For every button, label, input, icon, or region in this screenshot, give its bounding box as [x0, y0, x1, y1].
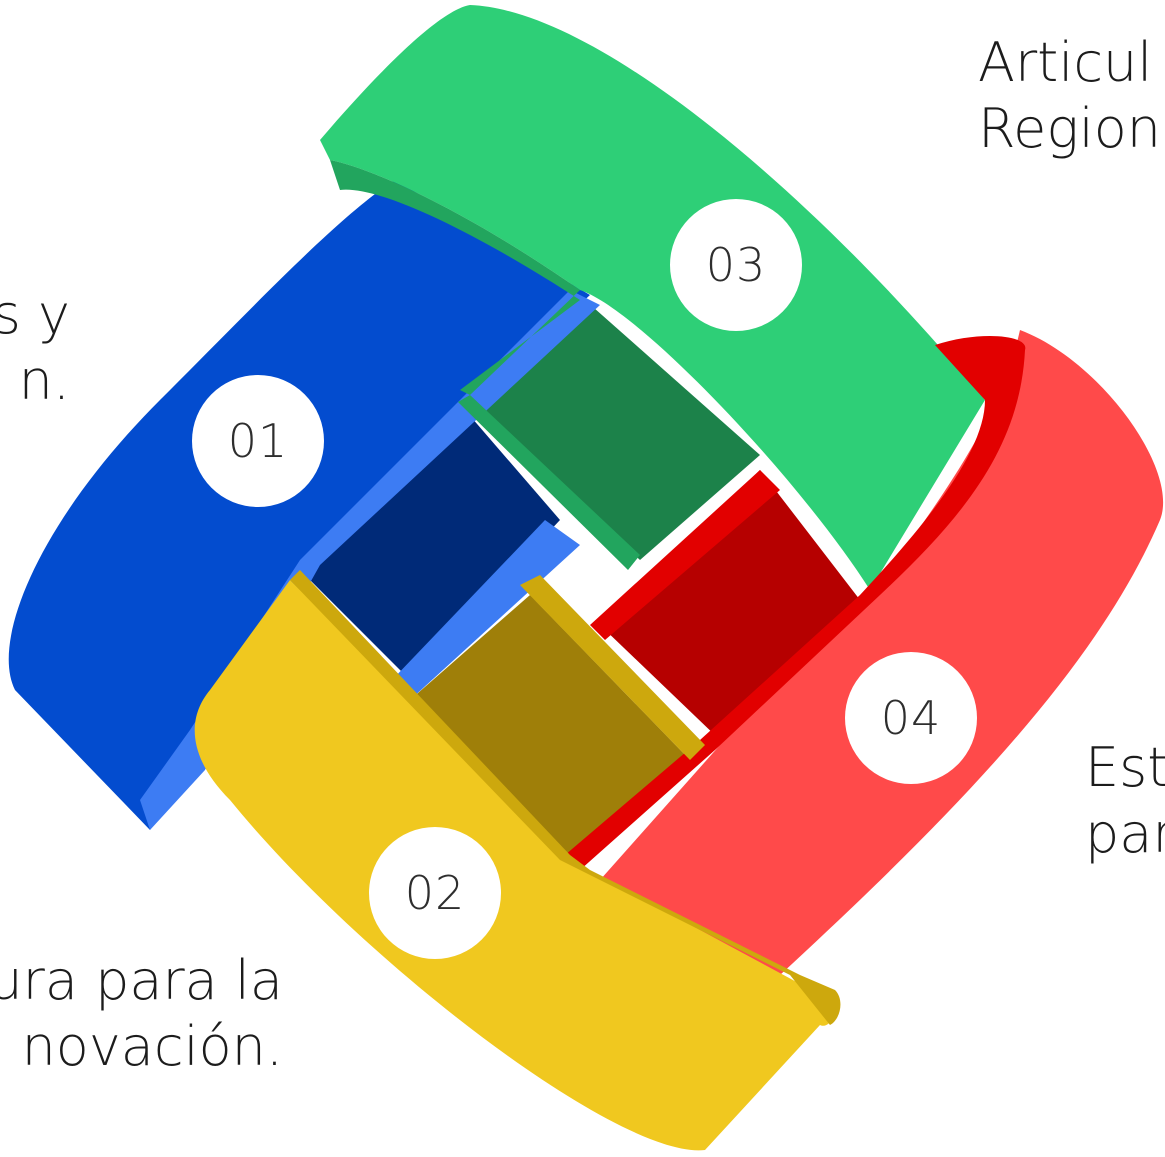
ring-02-body: [194, 580, 835, 1151]
label-left-bottom-line-2: novación.: [21, 1015, 283, 1078]
ring-04-inner-wall: [600, 470, 860, 740]
ring-03-inner-rim: [330, 160, 580, 395]
ring-04-body: [600, 330, 1164, 975]
ring-04-rim: [565, 335, 1026, 870]
ring-03-body: [320, 5, 985, 590]
label-left-top: s y n.: [0, 282, 70, 414]
ring-02-inner-wall: [410, 595, 690, 860]
label-right-bottom-line-2: par: [1085, 802, 1165, 865]
label-right-top-line-2: Region: [978, 97, 1161, 160]
ring-02-inner-rim: [520, 575, 705, 760]
ring-01-rim: [140, 290, 600, 830]
label-right-bottom-line-1: Est: [1085, 736, 1165, 799]
badge-03: 03: [670, 199, 802, 331]
ring-03-lower-rim: [458, 395, 640, 570]
ring-01-body: [8, 180, 590, 830]
label-right-top: Articul Region: [978, 30, 1161, 162]
ring-01-inner-wall: [300, 410, 560, 680]
badge-04: 04: [845, 652, 977, 784]
label-left-top-line-1: s y: [0, 283, 70, 346]
badge-02: 02: [369, 827, 501, 959]
label-right-top-line-1: Articul: [978, 31, 1153, 94]
label-left-bottom: ura para la novación.: [0, 948, 283, 1080]
badge-01: 01: [192, 375, 324, 507]
label-right-bottom: Est par: [1085, 735, 1165, 867]
ring-01-rim-bottom: [392, 520, 580, 700]
center-gap: [540, 540, 625, 622]
label-left-top-line-2: n.: [18, 349, 70, 412]
label-left-bottom-line-1: ura para la: [0, 949, 283, 1012]
ring-04-upper-rim: [590, 470, 780, 640]
